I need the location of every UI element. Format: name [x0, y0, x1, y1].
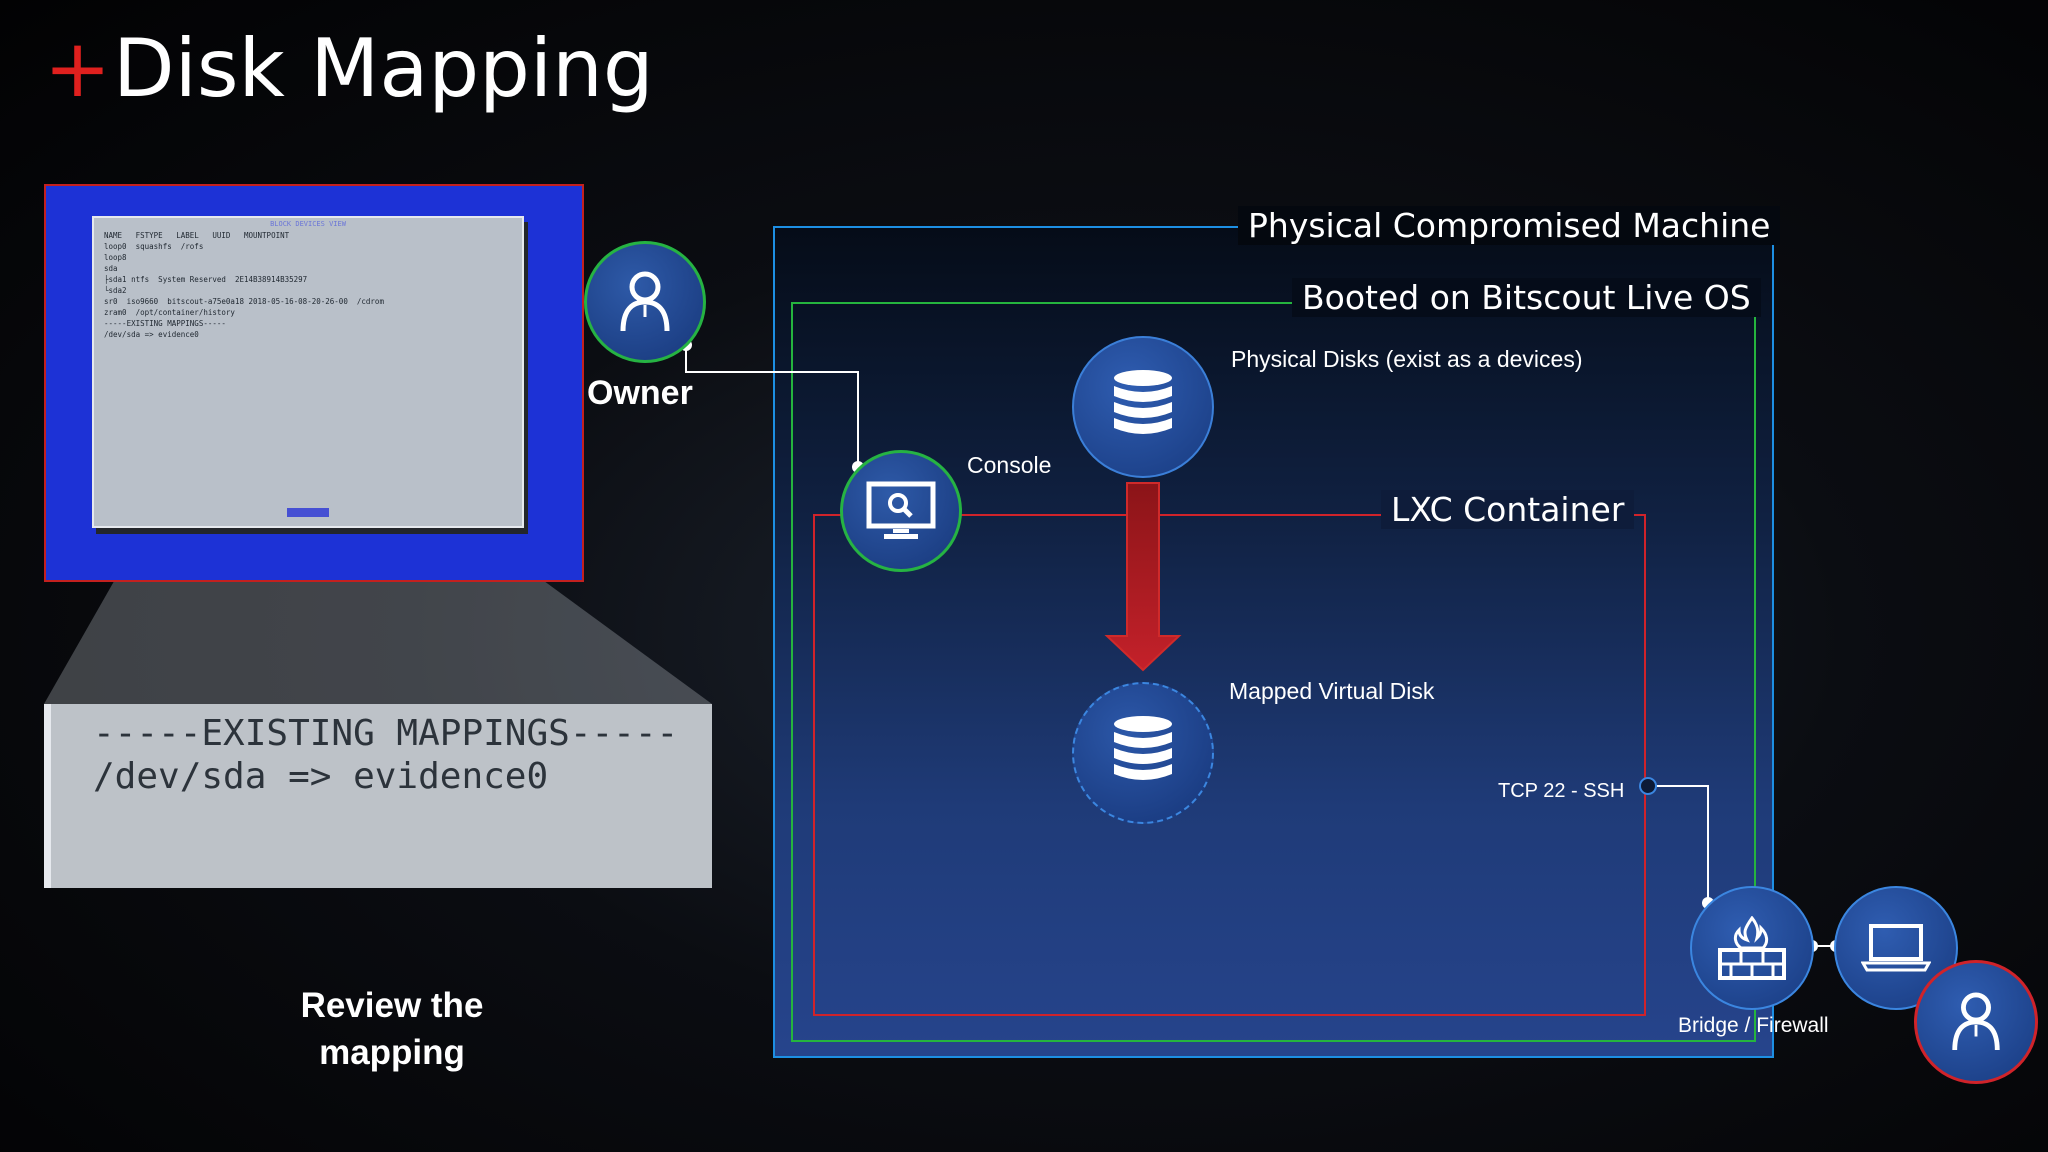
- owner-node: [584, 241, 706, 363]
- slide-title: +Disk Mapping: [44, 22, 654, 115]
- review-line-1: Review the: [300, 986, 484, 1025]
- lxc-container-box: [813, 514, 1646, 1016]
- booted-os-box: [791, 302, 1756, 1042]
- zoom-line-2: /dev/sda => evidence0: [93, 756, 549, 797]
- physical-machine-label: Physical Compromised Machine: [1238, 206, 1781, 245]
- bridge-firewall-label: Bridge / Firewall: [1678, 1014, 1829, 1037]
- terminal-ok-button: [287, 508, 329, 517]
- user-icon: [620, 271, 670, 332]
- console-label: Console: [967, 452, 1052, 478]
- terminal-header: BLOCK DEVICES VIEW: [270, 220, 346, 228]
- tcp-label: TCP 22 - SSH: [1498, 780, 1625, 802]
- zoomed-text: -----EXISTING MAPPINGS-----/dev/sda => e…: [93, 712, 678, 798]
- booted-os-label: Booted on Bitscout Live OS: [1292, 278, 1761, 317]
- zoomed-mappings: -----EXISTING MAPPINGS-----/dev/sda => e…: [44, 704, 712, 888]
- database-icon: [1114, 716, 1172, 780]
- title-plus: +: [44, 22, 112, 115]
- console-node: [840, 450, 962, 572]
- remote-user-node: [1914, 960, 2038, 1084]
- laptop-icon: [1861, 924, 1931, 972]
- physical-disk-node: [1072, 336, 1214, 478]
- physical-disks-label: Physical Disks (exist as a devices): [1231, 346, 1583, 372]
- firewall-icon: [1718, 916, 1786, 980]
- mapped-disk-label: Mapped Virtual Disk: [1229, 678, 1435, 704]
- user-icon: [1952, 992, 2000, 1051]
- monitor-search-icon: [866, 481, 936, 539]
- zoom-line-1: -----EXISTING MAPPINGS-----: [93, 713, 679, 754]
- mapping-arrow: [1104, 482, 1182, 672]
- lxc-container-label: LXC Container: [1381, 490, 1635, 529]
- terminal-text: NAME FSTYPE LABEL UUID MOUNTPOINT loop0 …: [104, 231, 384, 339]
- owner-label: Owner: [587, 374, 693, 412]
- review-line-2: mapping: [319, 1033, 465, 1072]
- database-icon: [1114, 370, 1172, 434]
- firewall-node: [1690, 886, 1814, 1010]
- terminal-screenshot: BLOCK DEVICES VIEW NAME FSTYPE LABEL UUI…: [92, 216, 524, 528]
- title-text: Disk Mapping: [113, 22, 654, 115]
- mapped-disk-node: [1072, 682, 1214, 824]
- physical-machine-box: [773, 226, 1774, 1058]
- review-caption: Review the mapping: [252, 982, 532, 1076]
